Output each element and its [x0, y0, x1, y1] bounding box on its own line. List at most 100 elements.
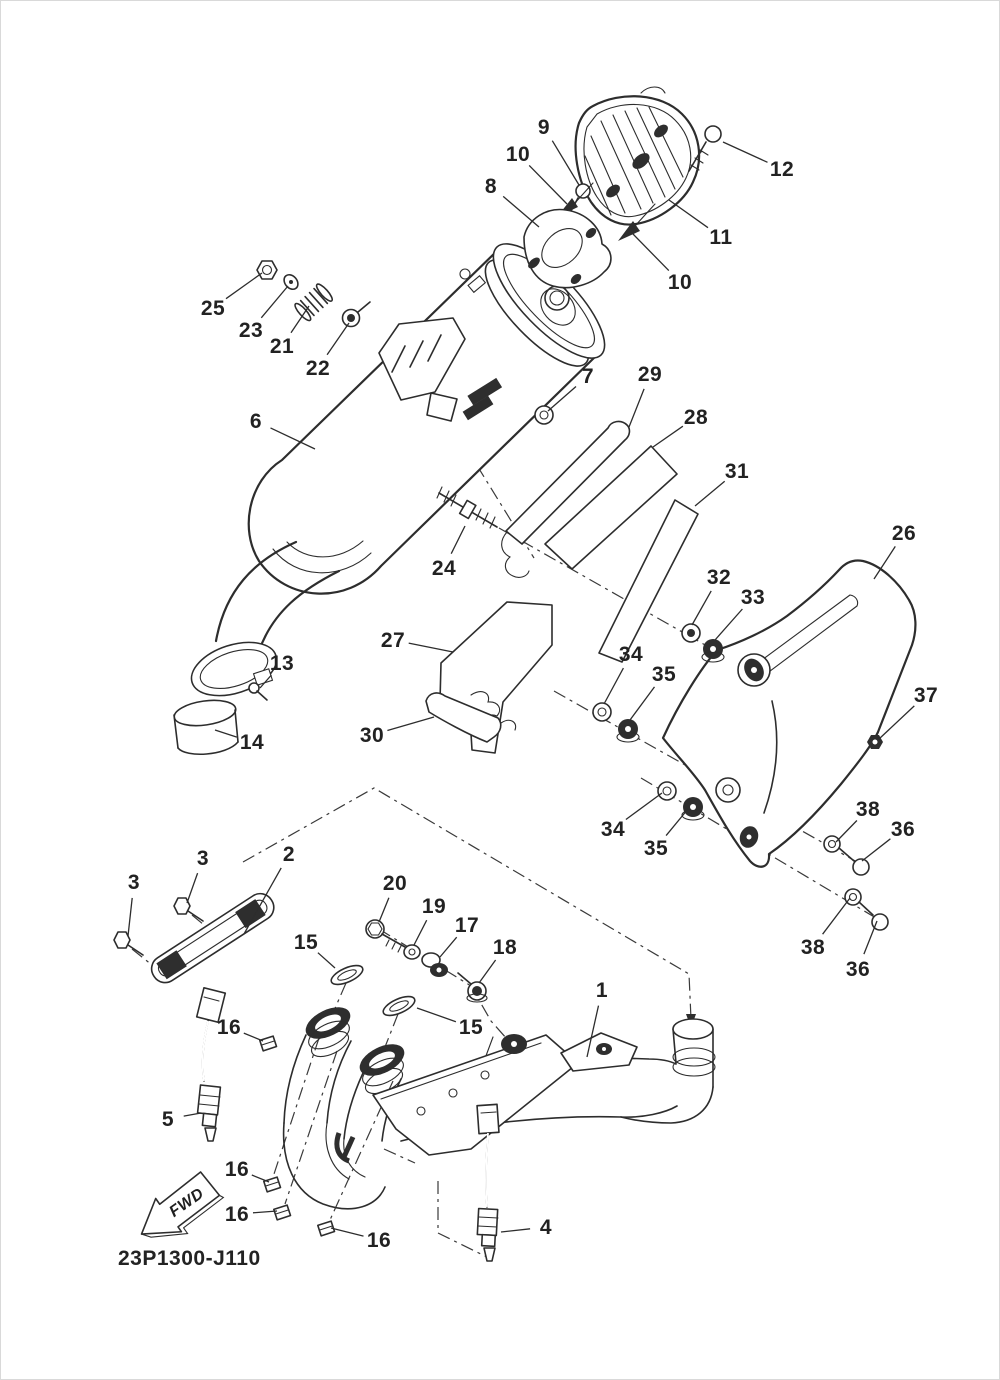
leader-line-10: [632, 233, 670, 272]
gasket-15-rear: [382, 995, 416, 1017]
leader-lines: [127, 140, 915, 1237]
muffler-stay-bracket: [113, 892, 275, 984]
panel-31: [598, 499, 699, 663]
muffler-mount-fasteners: [256, 260, 371, 328]
leader-line-18: [478, 959, 497, 984]
leader-line-10: [528, 164, 568, 205]
oxygen-sensor-rear: [476, 1103, 500, 1262]
leader-line-30: [387, 716, 435, 732]
leader-line-5: [183, 1112, 202, 1117]
callout-36: 36: [891, 818, 915, 841]
gasket-15-front: [330, 964, 364, 986]
flange-nut-16: [316, 1220, 336, 1237]
washer-38-lower: [844, 888, 862, 906]
leader-line-25: [225, 272, 263, 300]
leader-line-34: [603, 667, 624, 705]
end-cap-gasket: [523, 208, 612, 289]
muffler-silencer: [214, 243, 606, 653]
leader-line-26: [873, 546, 896, 580]
callout-5: 5: [162, 1108, 174, 1131]
screw-12: [704, 125, 722, 143]
leader-line-36: [861, 838, 891, 862]
leader-line-16: [330, 1227, 364, 1237]
callout-10: 10: [668, 271, 692, 294]
muffler-end-cap: [557, 86, 722, 241]
callout-34: 34: [619, 643, 643, 666]
callout-14: 14: [240, 731, 264, 754]
callout-16: 16: [225, 1158, 249, 1181]
callout-12: 12: [770, 158, 794, 181]
leader-line-17: [439, 936, 458, 958]
exhaust-header-pipes: [258, 964, 716, 1237]
callout-27: 27: [381, 629, 405, 652]
spring-21: [294, 283, 334, 322]
arrow-10-rear: [618, 221, 640, 241]
washer-34-upper: [592, 702, 612, 722]
leader-line-38: [822, 897, 851, 935]
oxygen-sensor-front: [195, 986, 227, 1142]
part-code: 23P1300-J110: [118, 1247, 261, 1270]
leader-line-38: [835, 820, 858, 843]
callout-3: 3: [128, 871, 140, 894]
callout-18: 18: [493, 936, 517, 959]
leader-line-16: [243, 1032, 264, 1042]
strip-30: [425, 692, 502, 743]
leader-line-8: [502, 195, 540, 228]
callout-15: 15: [459, 1016, 483, 1039]
leader-line-14: [214, 729, 238, 738]
callout-15: 15: [294, 931, 318, 954]
stud-bolt-24: [436, 486, 498, 529]
leader-line-21: [290, 305, 310, 334]
callout-9: 9: [538, 116, 550, 139]
callout-22: 22: [306, 357, 330, 380]
flange-nut-16: [272, 1204, 292, 1221]
callout-38: 38: [801, 936, 825, 959]
bracket-fasteners: [365, 919, 488, 1003]
callout-16: 16: [225, 1203, 249, 1226]
leader-line-23: [260, 285, 289, 319]
washer-34-lower: [657, 781, 677, 801]
callout-8: 8: [485, 175, 497, 198]
callout-35: 35: [652, 663, 676, 686]
callout-24: 24: [432, 557, 456, 580]
leader-line-9: [551, 140, 580, 186]
washer-38-upper: [823, 835, 841, 853]
leader-line-12: [722, 141, 768, 163]
callout-37: 37: [914, 684, 938, 707]
leader-line-20: [378, 897, 390, 923]
callout-34: 34: [601, 818, 625, 841]
callout-30: 30: [360, 724, 384, 747]
leader-line-36: [863, 920, 878, 955]
leader-line-29: [628, 388, 645, 428]
leader-line-32: [691, 590, 712, 626]
callout-19: 19: [422, 895, 446, 918]
callout-10: 10: [506, 143, 530, 166]
leader-line-22: [326, 322, 350, 356]
bolt-36-upper: [852, 858, 870, 876]
callout-38: 38: [856, 798, 880, 821]
callout-35: 35: [644, 837, 668, 860]
nut-25: [256, 260, 278, 280]
screw-9: [575, 183, 591, 199]
leader-line-28: [652, 425, 684, 448]
leader-line-6: [270, 427, 316, 450]
outer-cover: [661, 559, 917, 868]
flange-nut-16: [258, 1035, 278, 1052]
washer-19: [403, 944, 421, 960]
callout-3: 3: [197, 847, 209, 870]
leader-line-1: [586, 1005, 600, 1058]
flange-nut-16: [262, 1176, 282, 1193]
leader-line-2: [243, 867, 282, 935]
callout-13: 13: [270, 652, 294, 675]
callout-29: 29: [638, 363, 662, 386]
leader-line-31: [694, 480, 726, 507]
cover-fasteners: [592, 623, 889, 931]
leader-line-37: [878, 705, 915, 740]
callout-labels: 1233456789101011121314151516161616171819…: [128, 116, 938, 1252]
leader-line-27: [408, 642, 454, 653]
leader-line-34: [625, 792, 663, 821]
pipe-clamp-and-bushing: [173, 641, 278, 756]
panel-28: [544, 445, 678, 570]
